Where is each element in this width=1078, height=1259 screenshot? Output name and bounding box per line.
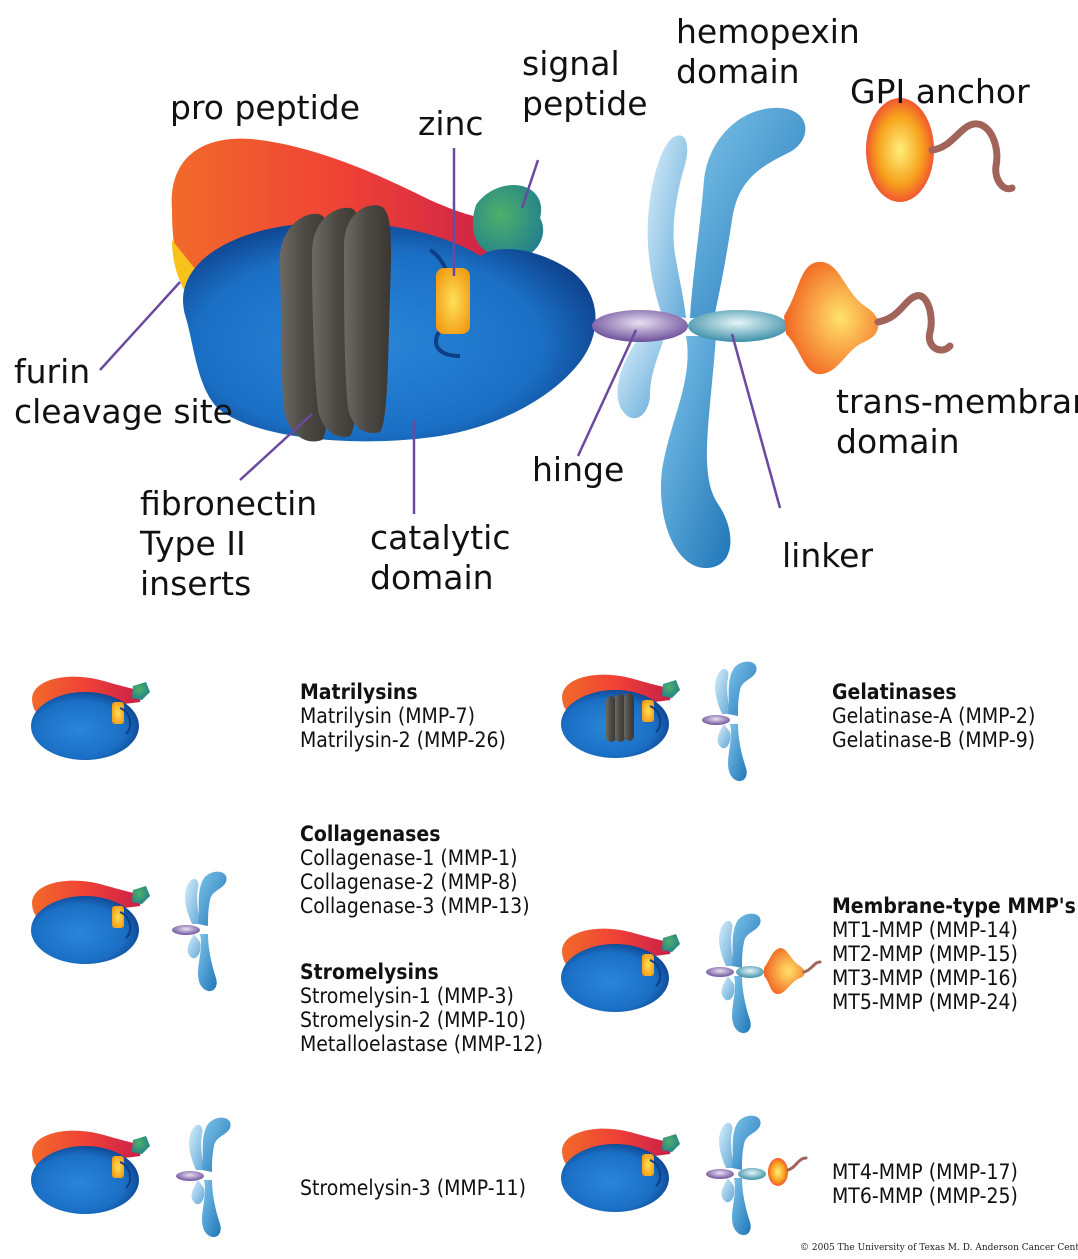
- label-gpi-anchor: GPI anchor: [850, 72, 1030, 112]
- group-item: Gelatinase-B (MMP-9): [832, 728, 1035, 752]
- group-stromelysins: Stromelysins Stromelysin-1 (MMP-3) Strom…: [300, 960, 543, 1056]
- group-item: MT5-MMP (MMP-24): [832, 990, 1076, 1014]
- group-item: Matrilysin-2 (MMP-26): [300, 728, 506, 752]
- group-matrilysins: Matrilysins Matrilysin (MMP-7) Matrilysi…: [300, 680, 506, 752]
- label-tm-line2: domain: [836, 422, 1078, 462]
- label-signal-peptide: signal peptide: [522, 44, 648, 124]
- group-item: MT4-MMP (MMP-17): [832, 1160, 1018, 1184]
- group-item: Collagenase-2 (MMP-8): [300, 870, 530, 894]
- label-fib-line3: inserts: [140, 564, 317, 604]
- group-item: MT3-MMP (MMP-16): [832, 966, 1076, 990]
- group-item: Gelatinase-A (MMP-2): [832, 704, 1035, 728]
- matrilysin-icon: [31, 677, 150, 760]
- label-tm-line1: trans-membrane: [836, 382, 1078, 422]
- collagenase-icon: [31, 872, 227, 992]
- group-title: Gelatinases: [832, 680, 1035, 704]
- label-furin-line1: furin: [14, 352, 233, 392]
- group-title: Membrane-type MMP's: [832, 894, 1076, 918]
- membrane-type-icon: [561, 914, 820, 1034]
- label-cat-line1: catalytic: [370, 518, 510, 558]
- copyright-text: © 2005 The University of Texas M. D. And…: [800, 1243, 1078, 1253]
- label-hemopexin-line2: domain: [676, 52, 860, 92]
- label-signal-line2: peptide: [522, 84, 648, 124]
- group-gelatinases: Gelatinases Gelatinase-A (MMP-2) Gelatin…: [832, 680, 1035, 752]
- label-catalytic-domain: catalytic domain: [370, 518, 510, 598]
- group-item: Collagenase-3 (MMP-13): [300, 894, 530, 918]
- label-signal-line1: signal: [522, 44, 648, 84]
- label-furin-cleavage: furin cleavage site: [14, 352, 233, 432]
- label-cat-line2: domain: [370, 558, 510, 598]
- group-item: MT1-MMP (MMP-14): [832, 918, 1076, 942]
- fibronectin-inserts-shape: [280, 205, 391, 441]
- group-item: MT2-MMP (MMP-15): [832, 942, 1076, 966]
- gpi-linked-icon: [561, 1116, 806, 1236]
- label-zinc: zinc: [418, 104, 484, 144]
- group-item: Stromelysin-1 (MMP-3): [300, 984, 543, 1008]
- label-furin-line2: cleavage site: [14, 392, 233, 432]
- label-hemopexin-domain: hemopexin domain: [676, 12, 860, 92]
- trans-membrane-shape: [784, 262, 878, 374]
- label-pro-peptide: pro peptide: [170, 88, 360, 128]
- linker-shape: [688, 310, 788, 342]
- label-hinge-line: hinge: [532, 450, 624, 490]
- label-fib-line1: fibronectin: [140, 484, 317, 524]
- label-fib-line2: Type II: [140, 524, 317, 564]
- group-item: MT6-MMP (MMP-25): [832, 1184, 1018, 1208]
- gelatinase-icon: [561, 662, 757, 782]
- label-linker: linker: [782, 536, 873, 576]
- group-title: Collagenases: [300, 822, 530, 846]
- group-item: Matrilysin (MMP-7): [300, 704, 506, 728]
- group-stromelysin3: Stromelysin-3 (MMP-11): [300, 1176, 526, 1200]
- label-zinc-line: zinc: [418, 104, 484, 144]
- group-title: Stromelysins: [300, 960, 543, 984]
- group-item: Metalloelastase (MMP-12): [300, 1032, 543, 1056]
- group-item: Stromelysin-3 (MMP-11): [300, 1176, 526, 1200]
- group-collagenases: Collagenases Collagenase-1 (MMP-1) Colla…: [300, 822, 530, 918]
- signal-peptide-shape: [473, 185, 543, 260]
- label-linker-line: linker: [782, 536, 873, 576]
- zinc-shape: [436, 268, 470, 334]
- trans-membrane-tail: [878, 296, 950, 350]
- group-item: Stromelysin-2 (MMP-10): [300, 1008, 543, 1032]
- label-trans-membrane: trans-membrane domain: [836, 382, 1078, 462]
- group-membrane-type: Membrane-type MMP's MT1-MMP (MMP-14) MT2…: [832, 894, 1076, 1014]
- label-gpi-line: GPI anchor: [850, 72, 1030, 112]
- label-hemopexin-line1: hemopexin: [676, 12, 860, 52]
- group-gpi-linked: MT4-MMP (MMP-17) MT6-MMP (MMP-25): [832, 1160, 1018, 1208]
- label-fibronectin: fibronectin Type II inserts: [140, 484, 317, 604]
- label-pro-peptide-line: pro peptide: [170, 88, 360, 128]
- gpi-anchor-tail: [932, 124, 1012, 189]
- gpi-anchor-shape: [866, 98, 934, 202]
- label-hinge: hinge: [532, 450, 624, 490]
- group-item: Collagenase-1 (MMP-1): [300, 846, 530, 870]
- stromelysin3-icon: [31, 1118, 231, 1238]
- group-title: Matrilysins: [300, 680, 506, 704]
- hinge-shape: [592, 310, 688, 342]
